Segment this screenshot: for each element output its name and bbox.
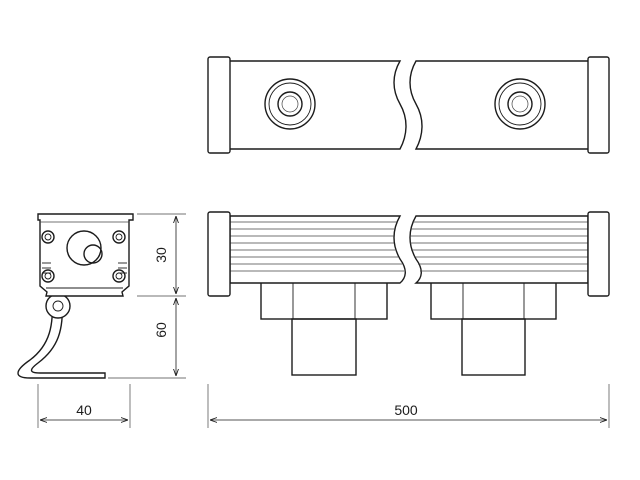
top-left-end-cap (207, 56, 231, 154)
dimension-lines (37, 213, 610, 428)
front-right-fins (410, 221, 588, 272)
top-view (207, 56, 610, 154)
top-left-lens (264, 78, 316, 130)
front-left-end-cap (207, 211, 231, 297)
dimension-side-width: 40 (76, 402, 92, 418)
side-view (17, 213, 134, 379)
side-pivot (45, 293, 71, 319)
top-right-end-cap (587, 56, 610, 154)
front-right-end-cap (587, 211, 610, 297)
front-view (207, 211, 610, 376)
top-right-lens (494, 78, 546, 130)
front-left-bracket (260, 280, 388, 376)
side-housing (37, 213, 134, 297)
front-right-bracket (430, 280, 557, 376)
side-lens (66, 230, 103, 266)
side-screws (41, 230, 126, 283)
dimension-head-height: 30 (153, 247, 169, 263)
dimension-bracket-height: 60 (153, 322, 169, 338)
dimension-total-length: 500 (394, 402, 418, 418)
side-bracket (17, 295, 106, 379)
front-left-fins (230, 221, 404, 272)
